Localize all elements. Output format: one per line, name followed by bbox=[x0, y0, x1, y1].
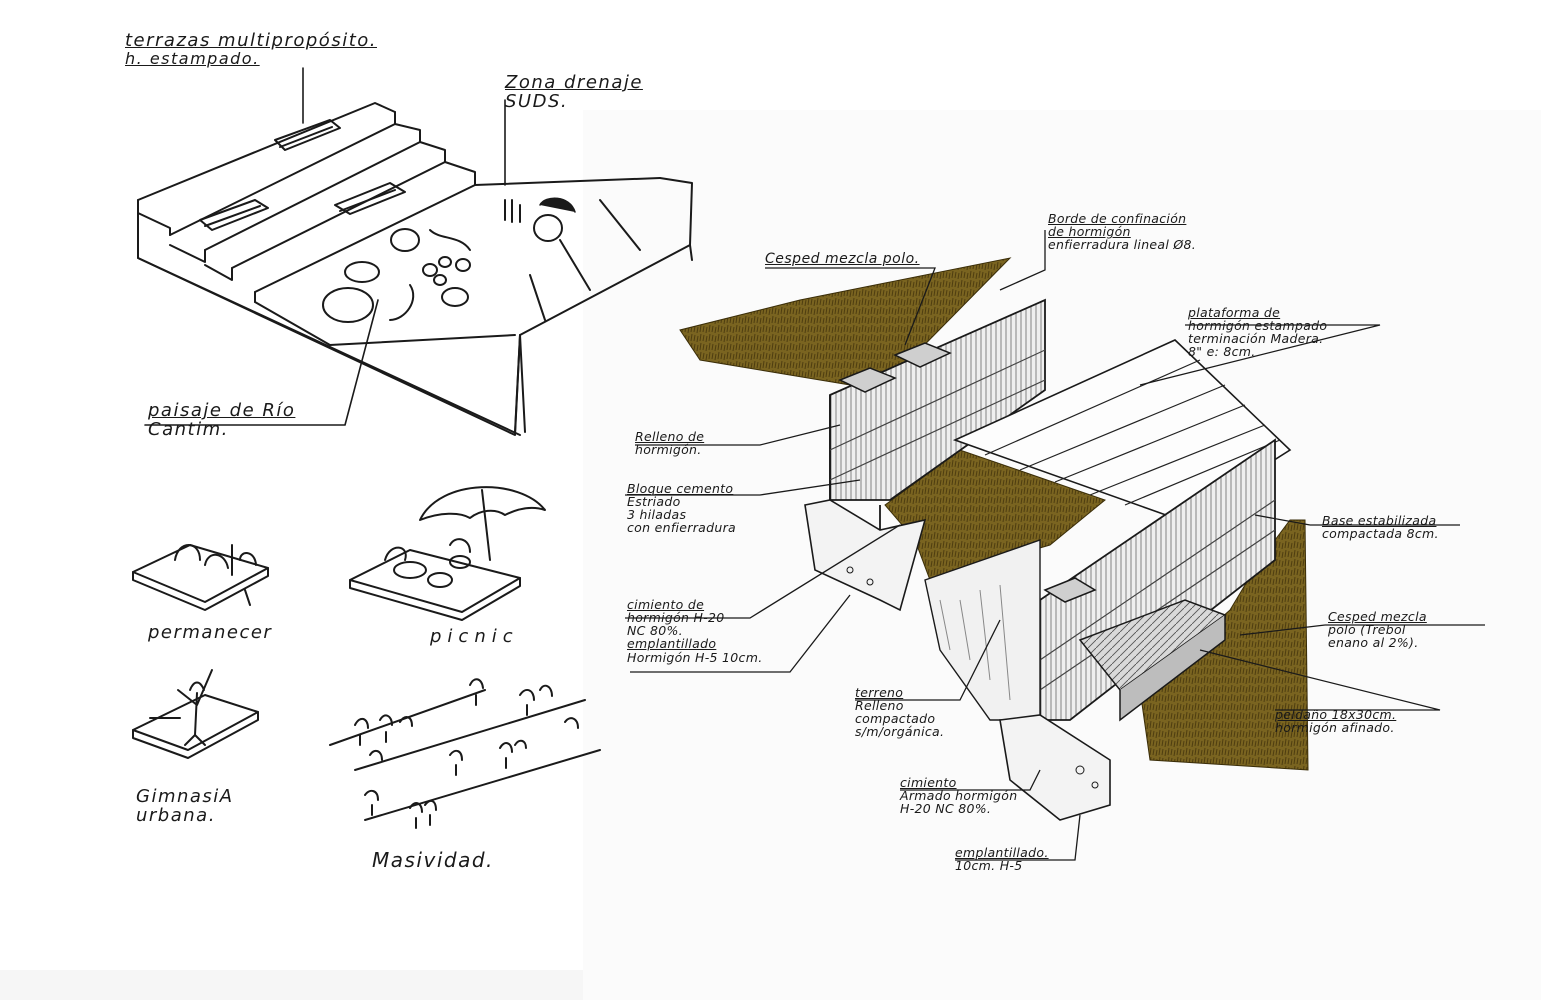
label-cimiento1-line1: cimiento de bbox=[627, 597, 705, 612]
label-emplantillado2-line1: emplantillado. bbox=[955, 845, 1049, 860]
label-cimiento1-line4: emplantillado bbox=[627, 636, 717, 652]
label-masividad: Masividad. bbox=[372, 848, 494, 872]
terrace-landscape-sketch bbox=[137, 67, 693, 436]
label-cimiento1-line3: NC 80%. bbox=[627, 623, 683, 639]
label-relleno: Relleno de hormigón. bbox=[635, 430, 704, 456]
label-bloque-line2: Estriado bbox=[627, 494, 681, 510]
label-plataforma-line3: terminación Madera. bbox=[1188, 331, 1324, 347]
label-borde-line2: de hormigón bbox=[1048, 224, 1131, 240]
label-terreno-line1: terreno bbox=[855, 685, 904, 700]
label-relleno-line1: Relleno de bbox=[635, 429, 705, 444]
construction-detail-sketch bbox=[625, 230, 1485, 861]
label-terreno-line4: s/m/orgánica. bbox=[855, 724, 945, 740]
label-cimiento2: cimiento Armado hormigón H-20 NC 80%. bbox=[900, 775, 1018, 817]
label-cesped-right-line1: Cesped mezcla bbox=[1328, 609, 1427, 624]
label-borde-line1: Borde de confinación bbox=[1048, 211, 1187, 226]
label-picnic: picnic bbox=[430, 626, 519, 647]
label-zona-drenaje: Zona drenaje SUDS. bbox=[505, 72, 643, 112]
label-peldano: peldaño 18x30cm. hormigón afinado. bbox=[1275, 708, 1396, 734]
label-cimiento2-line1: cimiento bbox=[900, 775, 957, 790]
label-base: Base estabilizada compactada 8cm. bbox=[1322, 514, 1439, 540]
label-plataforma-line1: plataforma de bbox=[1188, 305, 1281, 320]
label-cimiento2-line3: H-20 NC 80%. bbox=[900, 801, 992, 817]
bottom-paper-edge bbox=[0, 970, 583, 1000]
label-emplantillado2: emplantillado. 10cm. H-5 bbox=[955, 846, 1049, 872]
label-plataforma-line4: 8" e: 8cm. bbox=[1188, 344, 1256, 360]
label-zona-line1: Zona drenaje bbox=[505, 72, 643, 93]
label-peldano-line1: peldaño 18x30cm. bbox=[1275, 707, 1397, 722]
label-cesped-right-line3: enano al 2%). bbox=[1328, 635, 1419, 651]
label-cesped-right-line2: polo (Trebol bbox=[1328, 622, 1406, 638]
label-terrazas-line2: h. estampado. bbox=[125, 48, 260, 68]
label-cimiento2-line2: Armado hormigón bbox=[900, 788, 1018, 804]
label-base-line2: compactada 8cm. bbox=[1322, 526, 1439, 542]
label-cesped-top: Cesped mezcla polo. bbox=[765, 252, 920, 267]
label-terrazas-line1: terrazas multipropósito. bbox=[125, 30, 377, 51]
label-cimiento1-line2: hormigón H-20 bbox=[627, 610, 725, 626]
label-cesped-top-text: Cesped mezcla polo. bbox=[765, 251, 920, 267]
activity-sketches bbox=[132, 486, 601, 829]
label-bloque-line3: 3 hiladas bbox=[627, 507, 687, 523]
label-plataforma-line2: hormigón estampado bbox=[1188, 318, 1328, 334]
label-paisaje-line2: Cantim. bbox=[148, 418, 229, 440]
label-base-line1: Base estabilizada bbox=[1322, 513, 1437, 528]
label-relleno-line2: hormigón. bbox=[635, 442, 702, 458]
label-gimnasia-line1: GimnasiA bbox=[136, 786, 234, 807]
label-cimiento1-line5: Hormigón H-5 10cm. bbox=[627, 649, 763, 665]
label-bloque-line4: con enfierradura bbox=[627, 520, 736, 536]
label-peldano-line2: hormigón afinado. bbox=[1275, 720, 1395, 736]
label-terrazas: terrazas multipropósito. h. estampado. bbox=[125, 30, 377, 68]
label-permanecer: permanecer bbox=[148, 622, 273, 643]
right-paper-sheet bbox=[583, 110, 1541, 1000]
label-cimiento1: cimiento de hormigón H-20 NC 80%. emplan… bbox=[627, 598, 762, 664]
label-cesped-right: Cesped mezcla polo (Trebol enano al 2%). bbox=[1328, 609, 1427, 651]
label-paisaje-line1: paisaje de Río bbox=[148, 400, 296, 421]
label-bloque-line1: Bloque cemento bbox=[627, 481, 734, 496]
label-borde: Borde de confinación de hormigón enfierr… bbox=[1048, 211, 1197, 253]
label-terreno-line2: Relleno bbox=[855, 698, 904, 714]
label-gimnasia-line2: urbana. bbox=[136, 804, 216, 826]
label-gimnasia: GimnasiA urbana. bbox=[136, 786, 234, 826]
label-bloque: Bloque cemento Estriado 3 hiladas con en… bbox=[627, 482, 736, 535]
label-emplantillado2-line2: 10cm. H-5 bbox=[955, 858, 1023, 874]
label-borde-line3: enfierradura lineal Ø8. bbox=[1048, 237, 1197, 253]
label-zona-line2: SUDS. bbox=[505, 90, 569, 112]
label-terreno-line3: compactado bbox=[855, 711, 936, 727]
label-plataforma: plataforma de hormigón estampado termina… bbox=[1188, 306, 1327, 359]
label-paisaje: paisaje de Río Cantim. bbox=[148, 400, 296, 440]
label-terreno: terreno Relleno compactado s/m/orgánica. bbox=[855, 686, 944, 739]
